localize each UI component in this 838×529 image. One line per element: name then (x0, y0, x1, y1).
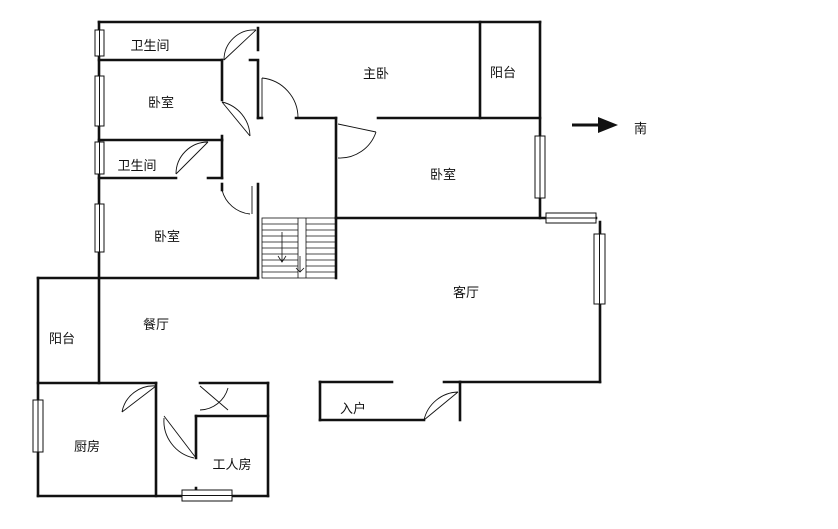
label-living-room: 客厅 (453, 285, 479, 301)
label-kitchen: 厨房 (74, 439, 100, 455)
label-bedroom-lower-left: 卧室 (154, 229, 180, 245)
door-bath-top (223, 29, 257, 61)
door-servant-side (163, 415, 197, 459)
windows (32, 29, 606, 502)
label-bedroom-right: 卧室 (430, 167, 456, 183)
label-bath-mid: 卫生间 (117, 159, 156, 174)
arrow-head (598, 117, 618, 133)
door-bedroom-ul (221, 101, 251, 137)
door-kitchen (121, 385, 157, 413)
door-servant-top (199, 385, 229, 411)
compass: 南 (572, 117, 647, 137)
label-entrance: 入户 (340, 401, 366, 417)
door-entrance (423, 391, 459, 421)
doors (121, 29, 459, 459)
door-bath-mid (175, 141, 209, 175)
label-balcony-left: 阳台 (49, 332, 75, 347)
walls (36, 20, 602, 498)
compass-direction-label: 南 (634, 121, 647, 137)
label-master-bedroom: 主卧 (363, 67, 389, 82)
stair-direction-icon (277, 232, 287, 263)
label-servant-room: 工人房 (212, 457, 251, 473)
label-bedroom-upper-left: 卧室 (148, 95, 174, 111)
staircase (261, 217, 337, 279)
label-dining-room: 餐厅 (143, 317, 169, 333)
door-master (261, 77, 299, 119)
label-balcony-top: 阳台 (490, 66, 516, 81)
door-bedroom-right (337, 123, 377, 159)
label-bath-top: 卫生间 (130, 39, 169, 54)
door-bedroom-ll (221, 186, 253, 215)
room-labels: 卫生间 主卧 阳台 卧室 卫生间 卧室 卧室 客厅 餐厅 阳台 入户 厨房 工人… (49, 39, 516, 473)
